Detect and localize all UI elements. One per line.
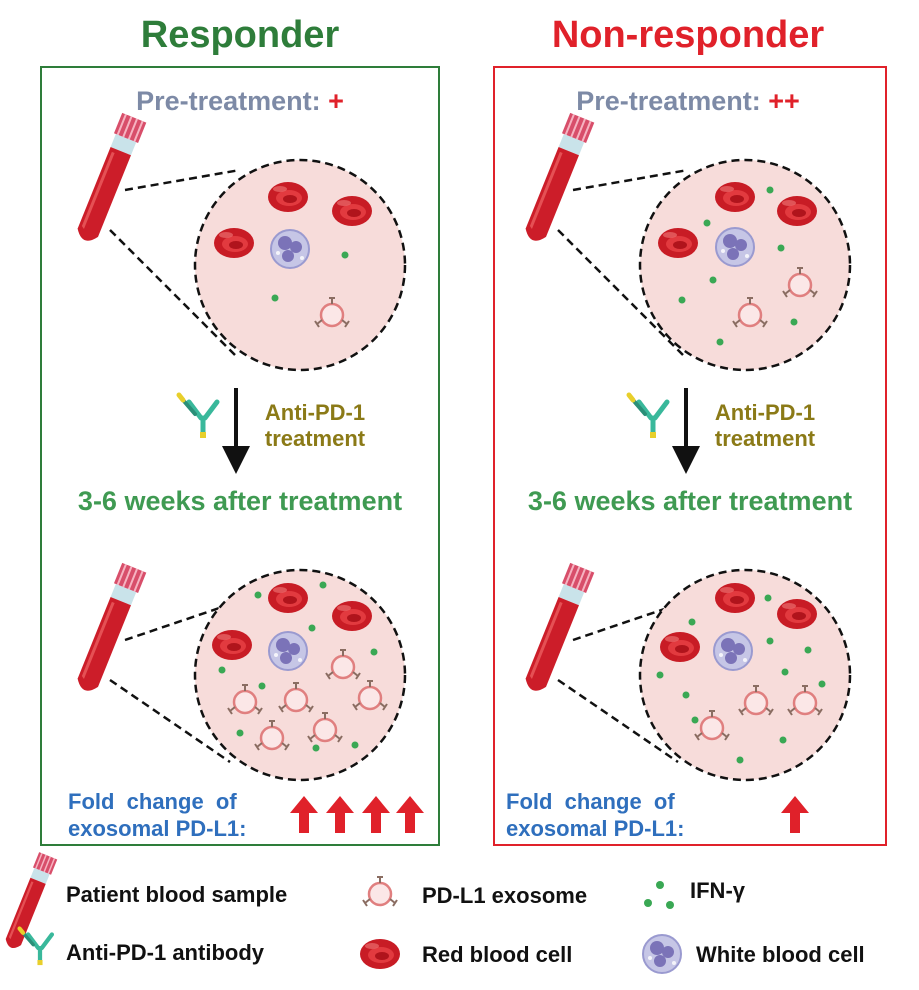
legend-ifn-icon xyxy=(644,881,674,909)
legend-wbc-icon xyxy=(642,934,682,974)
non-responder-title: Non-responder xyxy=(551,14,825,56)
non-responder-treatment-label: Anti-PD-1 treatment xyxy=(714,400,816,451)
responder-treatment-arrow xyxy=(222,388,250,474)
non-responder-fold-change-label: Fold change of exosomal PD-L1: xyxy=(506,789,685,841)
responder-fold-change-label: Fold change of exosomal PD-L1: xyxy=(68,789,247,841)
legend-ifn-label: IFN-γ xyxy=(690,878,745,903)
responder-fold-change-arrows xyxy=(290,796,424,833)
non-responder-pre-blood-circle xyxy=(638,158,852,372)
non-responder-pre-level: ++ xyxy=(768,86,800,116)
non-responder-post-blood-tube xyxy=(519,561,596,697)
responder-after-treatment-label: 3-6 weeks after treatment xyxy=(77,486,403,516)
legend-antibody-icon xyxy=(20,929,52,966)
non-responder-fold-change-arrow xyxy=(781,796,809,833)
non-responder-post-blood-circle xyxy=(638,568,852,782)
legend-rbc-icon xyxy=(360,939,400,969)
responder-pre-level: + xyxy=(328,86,344,116)
non-responder-antibody-icon xyxy=(629,395,667,438)
responder-post-blood-circle xyxy=(193,568,407,782)
responder-title: Responder xyxy=(140,14,340,56)
legend-exosome-icon xyxy=(361,875,399,908)
responder-pre-treatment-label: Pre-treatment: + xyxy=(136,86,344,116)
responder-antibody-icon xyxy=(179,395,217,438)
responder-post-blood-tube xyxy=(71,561,148,697)
legend-wbc-label: White blood cell xyxy=(696,942,865,967)
non-responder-pre-blood-tube xyxy=(519,111,596,247)
non-responder-after-treatment-label: 3-6 weeks after treatment xyxy=(527,486,853,516)
responder-panel xyxy=(40,66,440,846)
responder-treatment-label: Anti-PD-1 treatment xyxy=(264,400,366,451)
legend-antibody-label: Anti-PD-1 antibody xyxy=(66,940,264,965)
responder-pre-blood-circle xyxy=(193,158,407,372)
responder-pre-blood-tube xyxy=(71,111,148,247)
non-responder-treatment-arrow xyxy=(672,388,700,474)
legend-blood-sample-label: Patient blood sample xyxy=(66,882,288,907)
legend-rbc-label: Red blood cell xyxy=(422,942,573,967)
legend-exosome-label: PD-L1 exosome xyxy=(422,883,588,908)
non-responder-pre-treatment-label: Pre-treatment: ++ xyxy=(576,86,800,116)
non-responder-panel xyxy=(493,66,887,846)
